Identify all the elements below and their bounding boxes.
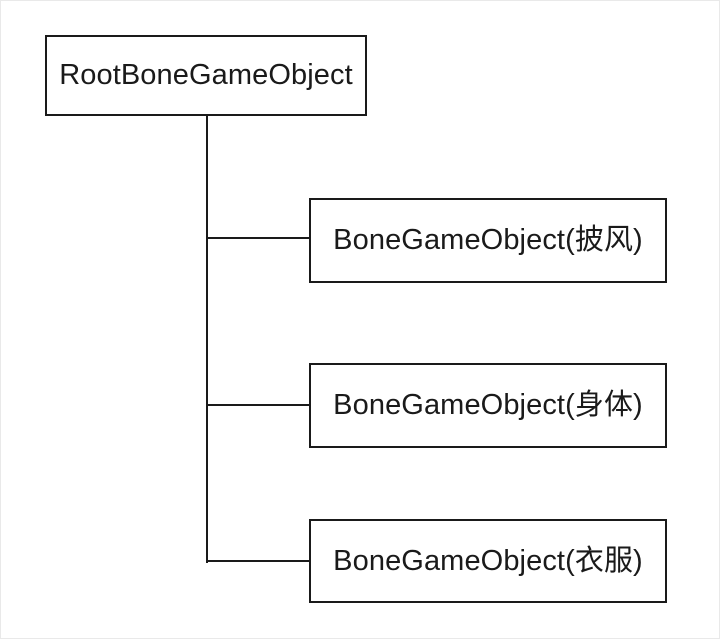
connector-branch-to-child-2 xyxy=(206,560,311,562)
node-bone-game-object-body[interactable]: BoneGameObject(身体) xyxy=(309,363,667,448)
connector-trunk-vertical xyxy=(206,114,208,563)
connector-branch-to-child-0 xyxy=(206,237,311,239)
node-bone-game-object-cape[interactable]: BoneGameObject(披风) xyxy=(309,198,667,283)
node-child-2-label: BoneGameObject(衣服) xyxy=(333,544,643,577)
connector-branch-to-child-1 xyxy=(206,404,311,406)
node-root-bone-game-object[interactable]: RootBoneGameObject xyxy=(45,35,367,116)
node-root-label: RootBoneGameObject xyxy=(59,59,353,91)
node-child-0-label: BoneGameObject(披风) xyxy=(333,224,643,256)
node-child-1-label: BoneGameObject(身体) xyxy=(333,389,643,421)
node-bone-game-object-clothes[interactable]: BoneGameObject(衣服) xyxy=(309,519,667,603)
